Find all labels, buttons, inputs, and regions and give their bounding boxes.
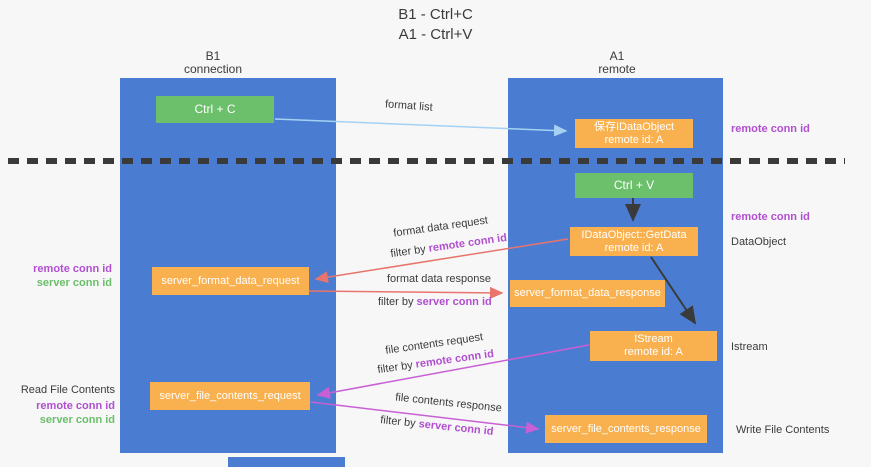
filter-by-text: filter by bbox=[379, 414, 417, 430]
node-getdata-line2: remote id: A bbox=[604, 241, 664, 254]
node-server-file-contents-response: server_file_contents_response bbox=[545, 415, 707, 443]
label-dataobject: DataObject bbox=[731, 236, 787, 248]
label-server-conn-id-left-1: server conn id bbox=[36, 277, 112, 289]
filter-by-text: filter by bbox=[389, 243, 427, 261]
label-remote-conn-id-right-1: remote conn id bbox=[731, 123, 810, 135]
node-ctrl-v: Ctrl + V bbox=[575, 173, 693, 198]
label-remote-conn-id-left-1: remote conn id bbox=[33, 263, 112, 275]
label-file-contents-response: file contents response bbox=[394, 391, 503, 415]
node-ctrl-c: Ctrl + C bbox=[156, 96, 274, 123]
server-conn-id-text: server conn id bbox=[418, 418, 495, 438]
node-format-response-label: server_format_data_response bbox=[514, 287, 661, 299]
lane-b1-subtitle: connection bbox=[183, 62, 243, 76]
lane-header-b1: B1 connection bbox=[133, 50, 293, 76]
title-line-1: B1 - Ctrl+C bbox=[398, 6, 473, 23]
filter-by-text: filter by bbox=[378, 296, 414, 308]
label-format-data-response: format data response bbox=[387, 273, 491, 285]
arrow-format-data-response bbox=[307, 286, 504, 299]
label-format-list: format list bbox=[384, 98, 434, 114]
node-save-idataobject-line2: remote id: A bbox=[604, 133, 664, 146]
node-file-request-label: server_file_contents_request bbox=[159, 389, 301, 402]
lane-a1-subtitle: remote bbox=[598, 62, 636, 76]
filter-by-text: filter by bbox=[376, 359, 414, 377]
node-idataobject-getdata: IDataObject::GetData remote id: A bbox=[570, 227, 698, 256]
label-server-conn-id-left-2: server conn id bbox=[39, 414, 115, 426]
horizontal-scrollbar-thumb[interactable] bbox=[228, 457, 345, 467]
node-server-format-data-response: server_format_data_response bbox=[510, 280, 665, 307]
label-remote-conn-id-left-2: remote conn id bbox=[36, 400, 115, 412]
lane-header-a1: A1 remote bbox=[537, 50, 697, 76]
label-filter-by-server-1: filter by server conn id bbox=[378, 296, 492, 308]
node-ctrl-v-label: Ctrl + V bbox=[613, 178, 655, 192]
node-server-format-data-request: server_format_data_request bbox=[152, 267, 309, 295]
node-file-response-label: server_file_contents_response bbox=[551, 422, 701, 435]
label-read-file-contents: Read File Contents bbox=[20, 384, 115, 396]
node-save-idataobject-line1: 保存IDataObject bbox=[593, 120, 675, 133]
node-istream: IStream remote id: A bbox=[590, 331, 717, 361]
diagram-title: B1 - Ctrl+C A1 - Ctrl+V bbox=[0, 5, 871, 45]
label-istream: Istream bbox=[731, 341, 768, 353]
remote-conn-id-text: remote conn id bbox=[427, 231, 508, 255]
lane-b1-title: B1 bbox=[205, 49, 221, 63]
node-ctrl-c-label: Ctrl + C bbox=[194, 102, 236, 116]
node-save-idataobject: 保存IDataObject remote id: A bbox=[575, 119, 693, 148]
node-format-request-label: server_format_data_request bbox=[161, 274, 300, 287]
label-write-file-contents: Write File Contents bbox=[736, 424, 830, 436]
server-conn-id-text: server conn id bbox=[416, 296, 492, 308]
node-server-file-contents-request: server_file_contents_request bbox=[150, 382, 310, 410]
node-istream-line2: remote id: A bbox=[624, 346, 683, 358]
label-remote-conn-id-right-2: remote conn id bbox=[731, 211, 810, 223]
title-line-2: A1 - Ctrl+V bbox=[398, 26, 473, 43]
remote-conn-id-text: remote conn id bbox=[414, 347, 495, 371]
lane-a1-title: A1 bbox=[609, 49, 625, 63]
node-getdata-line1: IDataObject::GetData bbox=[581, 228, 687, 241]
label-filter-by-server-2: filter by server conn id bbox=[380, 414, 494, 438]
node-istream-line1: IStream bbox=[634, 333, 673, 345]
